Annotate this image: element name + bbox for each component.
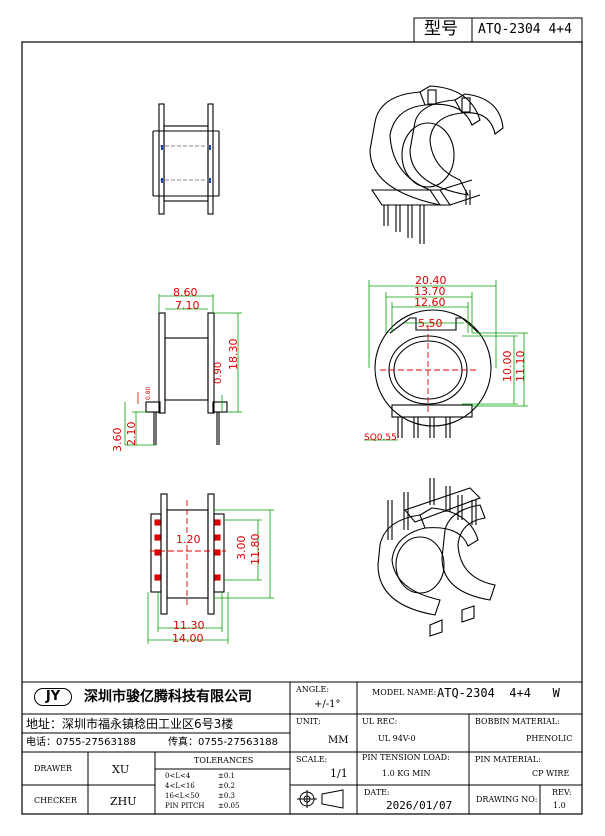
- dim-side-top-width: 8.60: [173, 286, 198, 299]
- front-view-dimensioned: [374, 309, 492, 438]
- rev-label: REV:: [552, 788, 572, 797]
- drawer-label: DRAWER: [34, 764, 72, 773]
- model-value: ATQ-2304 4+4: [478, 22, 572, 37]
- tol-value-3: ±0.3: [218, 792, 235, 800]
- title-block-grid: [21, 681, 583, 815]
- pin-tension-value: 1.0 KG MIN: [382, 769, 431, 778]
- bottom-view: [150, 493, 225, 615]
- unit-label: UNIT:: [296, 717, 321, 726]
- front-view-dimension-lines: [364, 280, 528, 441]
- dim-front-width: 20.40: [415, 274, 447, 287]
- checker-label: CHECKER: [34, 796, 77, 805]
- isometric-view-top: [369, 85, 504, 244]
- dim-front-pin-section: SQ0.55: [364, 433, 397, 443]
- projection-symbol: [297, 789, 344, 809]
- tol-value-1: ±0.1: [218, 772, 235, 780]
- dim-bottom-pin-span: 11.30: [173, 619, 205, 632]
- tol-range-1: 0<L<4: [165, 772, 191, 780]
- model-name-label: MODEL NAME:: [372, 688, 437, 697]
- dim-bottom-length: 11.80: [249, 533, 262, 566]
- tolerances-label: TOLERANCES: [194, 756, 254, 765]
- ul-rec-value: UL 94V-0: [378, 734, 416, 743]
- angle-label: ANGLE:: [296, 685, 330, 694]
- drawing-no-label: DRAWING NO:: [476, 795, 538, 804]
- model-header-box: [413, 17, 583, 43]
- isometric-view-bottom: [377, 478, 496, 637]
- tol-value-2: ±0.2: [218, 782, 235, 790]
- tol-range-3: 16<L<50: [165, 792, 200, 800]
- company-phone: 电话：0755-27563188: [26, 737, 136, 748]
- dim-side-pin-stub: 2.10: [125, 421, 138, 447]
- dim-bottom-pin-row: 3.00: [235, 535, 248, 561]
- model-label: 型号: [424, 19, 458, 39]
- angle-value: +/-1°: [314, 699, 341, 710]
- front-view-centerlines: [380, 325, 476, 412]
- dim-side-height: 18.30: [227, 338, 240, 371]
- drawer-value: XU: [112, 763, 130, 776]
- dim-front-outer-height: 11.10: [514, 350, 527, 383]
- model-name-value: ATQ-2304 4+4 W: [437, 686, 560, 700]
- dim-side-inner-width: 7.10: [175, 299, 200, 312]
- dim-front-mid-width: 13.70: [414, 285, 446, 298]
- dim-bottom-center-gap: 1.20: [176, 533, 201, 546]
- dim-front-inner-height: 10.00: [501, 350, 514, 383]
- bottom-view-centerlines: [150, 500, 226, 608]
- dim-side-small: 0.80: [145, 386, 152, 400]
- date-label: DATE:: [364, 788, 390, 797]
- tol-range-2: 4<L<16: [165, 782, 195, 790]
- date-value: 2026/01/07: [386, 799, 453, 812]
- dim-bottom-width: 14.00: [172, 632, 204, 645]
- company-logo: JY: [34, 688, 72, 706]
- bobbin-material-label: BOBBIN MATERIAL:: [475, 717, 560, 726]
- tol-value-4: ±0.05: [218, 802, 240, 810]
- rev-value: 1.0: [553, 801, 566, 810]
- side-view-dimensioned: [145, 312, 228, 445]
- unit-value: MM: [328, 735, 349, 746]
- checker-value: ZHU: [110, 795, 137, 808]
- scale-label: SCALE:: [296, 755, 328, 764]
- ul-rec-label: UL REC:: [362, 717, 398, 726]
- pin-material-label: PIN MATERIAL:: [475, 755, 541, 764]
- dim-side-pin-length: 3.60: [111, 427, 124, 453]
- bottom-view-dimension-lines: [147, 509, 274, 644]
- pin-tension-label: PIN TENSION LOAD:: [362, 753, 450, 762]
- company-name: 深圳市骏亿腾科技有限公司: [84, 689, 252, 705]
- dim-side-flange-gap: 0.90: [213, 361, 224, 384]
- dim-front-slot-width: 5.50: [418, 317, 443, 330]
- company-address: 地址：深圳市福永镇稔田工业区6号3楼: [26, 717, 234, 731]
- bobbin-material-value: PHENOLIC: [526, 734, 573, 743]
- dim-front-inner-width: 12.60: [414, 296, 446, 309]
- side-view-top: [152, 103, 220, 215]
- pin-material-value: CP WIRE: [532, 769, 570, 778]
- side-view-dimension-lines: [124, 294, 242, 446]
- scale-value: 1/1: [330, 767, 348, 780]
- company-fax: 传真：0755-27563188: [168, 737, 278, 748]
- tol-range-4: PIN PITCH: [165, 802, 205, 810]
